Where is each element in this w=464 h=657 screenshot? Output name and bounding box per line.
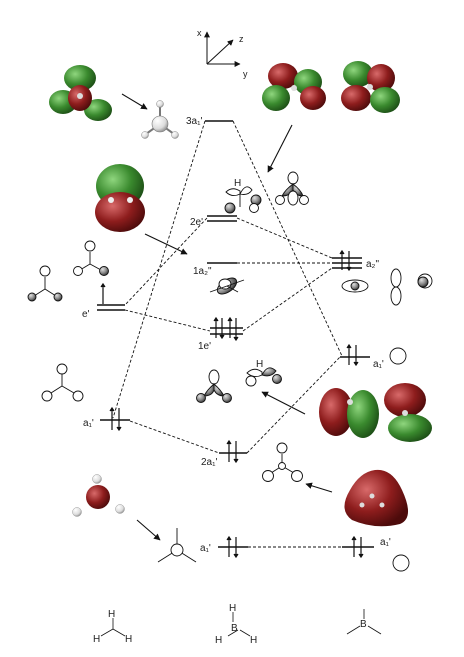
sketch-2a1-orbital bbox=[262, 442, 303, 482]
sketch-a1-right-orbital bbox=[389, 347, 407, 365]
axis-x-label: x bbox=[197, 28, 202, 38]
bh3-b: B bbox=[231, 623, 238, 634]
sketch-h-label-mid: H bbox=[256, 359, 263, 370]
molecule-bh3-sketch bbox=[227, 612, 251, 637]
molecule-ch3-sketch bbox=[100, 618, 126, 637]
label-a1-right: a₁' bbox=[373, 359, 384, 370]
label-a1-core-r: a₁' bbox=[380, 537, 391, 548]
sketch-a2pp-orbitals bbox=[341, 268, 433, 306]
orbital-1e-render-a bbox=[319, 388, 379, 438]
bh3-h-top: H bbox=[229, 603, 236, 614]
sketch-core-left bbox=[157, 528, 197, 563]
molecule-3a1 bbox=[141, 100, 179, 139]
orbital-3a1-render bbox=[49, 65, 112, 121]
ch3-h-right: H bbox=[125, 634, 132, 645]
axis-y-label: y bbox=[243, 69, 248, 79]
sketch-h-label-top: H bbox=[234, 178, 241, 189]
label-a2pp: a₂" bbox=[366, 259, 379, 270]
orbital-2e-render-b bbox=[341, 61, 400, 113]
sketch-1e-orbitals bbox=[196, 367, 282, 403]
label-2a1: 2a₁' bbox=[201, 457, 217, 468]
orbital-core-render bbox=[72, 474, 125, 517]
label-e-left: e' bbox=[82, 309, 90, 320]
ch3-h-top: H bbox=[108, 609, 115, 620]
orbital-2e-render-a bbox=[262, 63, 326, 111]
bh3-h-right: H bbox=[250, 635, 257, 646]
orbital-2a1-render bbox=[344, 469, 409, 527]
sketch-e-left-orbitals bbox=[27, 240, 109, 302]
label-2e: 2e' bbox=[190, 217, 203, 228]
label-1e: 1e' bbox=[198, 341, 211, 352]
ch3-h-left: H bbox=[93, 634, 100, 645]
axis-z-label: z bbox=[239, 34, 244, 44]
bh3-h-left: H bbox=[215, 635, 222, 646]
electron-arrows bbox=[100, 249, 364, 559]
sketch-a1-left-orbital bbox=[41, 363, 84, 402]
b-sketch-b: B bbox=[360, 619, 367, 630]
correlation-lines bbox=[112, 120, 343, 548]
label-1a2: 1a₂" bbox=[193, 266, 212, 277]
label-a1-left: a₁' bbox=[83, 418, 94, 429]
orbital-1e-render-b bbox=[384, 383, 432, 442]
sketch-core-right bbox=[392, 554, 410, 572]
label-a1-core-c: a₁' bbox=[200, 543, 211, 554]
molecule-b-sketch bbox=[346, 609, 382, 635]
sketch-1a2-orbital bbox=[209, 277, 245, 295]
coordinate-axes bbox=[204, 31, 241, 67]
sketch-2e-orbitals bbox=[224, 171, 309, 214]
pointer-arrows bbox=[121, 93, 333, 541]
label-3a1: 3a₁' bbox=[186, 116, 202, 127]
orbital-a2-render bbox=[95, 164, 145, 232]
